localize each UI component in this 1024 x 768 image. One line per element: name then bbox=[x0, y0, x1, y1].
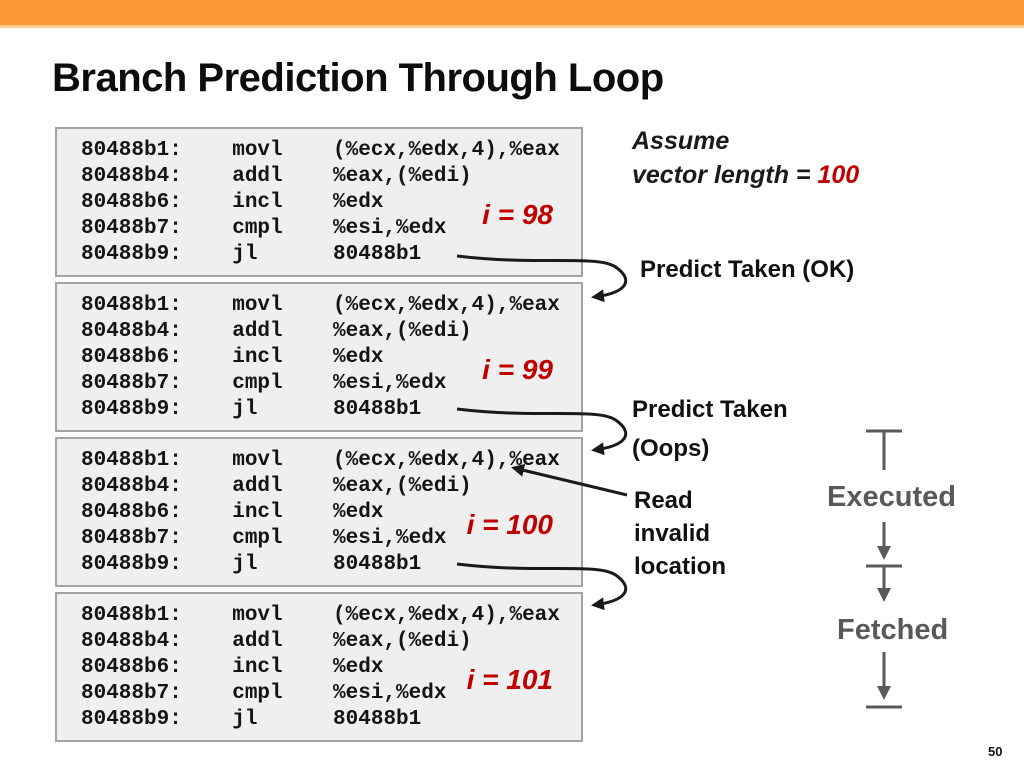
assume-line1: Assume bbox=[632, 127, 730, 155]
assembly-listing: 80488b1: movl (%ecx,%edx,4),%eax 80488b4… bbox=[81, 139, 560, 266]
page-number: 50 bbox=[988, 744, 1003, 759]
iteration-label: i = 99 bbox=[482, 354, 553, 385]
vector-length-value: 100 bbox=[817, 161, 860, 189]
top-accent-bar bbox=[0, 0, 1024, 28]
code-block-i100: 80488b1: movl (%ecx,%edx,4),%eax 80488b4… bbox=[55, 437, 583, 587]
assembly-listing: 80488b1: movl (%ecx,%edx,4),%eax 80488b4… bbox=[81, 294, 560, 421]
iteration-label: i = 100 bbox=[466, 509, 553, 540]
code-block-i101: 80488b1: movl (%ecx,%edx,4),%eax 80488b4… bbox=[55, 592, 583, 742]
code-block-i99: 80488b1: movl (%ecx,%edx,4),%eax 80488b4… bbox=[55, 282, 583, 432]
assume-line2: vector length = 100 bbox=[632, 161, 860, 189]
assembly-listing: 80488b1: movl (%ecx,%edx,4),%eax 80488b4… bbox=[81, 449, 560, 576]
iteration-label: i = 101 bbox=[466, 664, 553, 695]
fetched-label: Fetched bbox=[837, 614, 949, 646]
code-block-i98: 80488b1: movl (%ecx,%edx,4),%eax 80488b4… bbox=[55, 127, 583, 277]
page-title: Branch Prediction Through Loop bbox=[52, 56, 664, 100]
predict-taken-ok-note: Predict Taken (OK) bbox=[640, 256, 855, 283]
executed-label: Executed bbox=[827, 481, 956, 513]
iteration-label: i = 98 bbox=[482, 199, 553, 230]
predict-taken-oops-note: Predict Taken (Oops) bbox=[632, 396, 788, 462]
assume-note: Assume vector length = 100 bbox=[632, 124, 859, 192]
read-invalid-location-note: Read invalid location bbox=[634, 487, 727, 580]
assembly-listing: 80488b1: movl (%ecx,%edx,4),%eax 80488b4… bbox=[81, 604, 560, 731]
